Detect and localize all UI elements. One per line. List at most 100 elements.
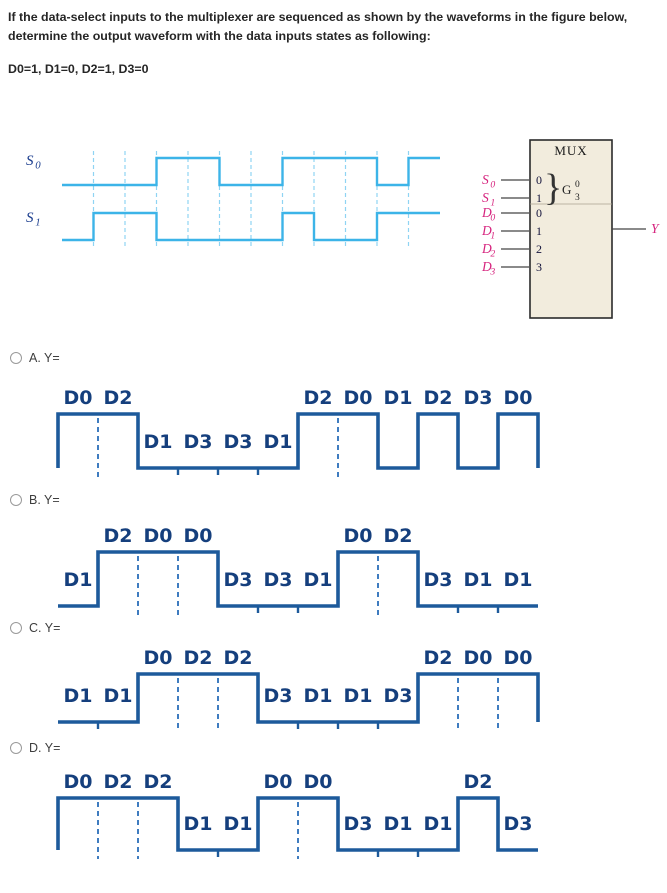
wave-segment-label: D3 (264, 685, 293, 707)
wave-segment-label: D0 (264, 771, 293, 793)
mux-pin-label-s0-subscript: 0 (490, 180, 495, 191)
s0-select-waveform (62, 156, 440, 187)
option-d-radio[interactable] (10, 742, 22, 754)
option-c-row: C. Y= (10, 620, 60, 636)
mux-pin-label-s1-subscript: 1 (490, 198, 495, 209)
wave-segment-label: D2 (184, 647, 213, 669)
wave-segment-label: D0 (64, 387, 93, 409)
wave-segment-label: D0 (144, 647, 173, 669)
wave-segment-label: D1 (224, 813, 253, 835)
option-b-wave-path (58, 550, 538, 608)
wave-segment-label: D2 (104, 771, 133, 793)
wave-segment-label: D2 (424, 387, 453, 409)
wave-segment-label: D1 (304, 685, 333, 707)
wave-segment-label: D2 (304, 387, 333, 409)
mux-pin-label-d0-subscript: 0 (490, 213, 495, 224)
option-a-label: A. Y= (29, 351, 60, 365)
wave-segment-label: D2 (464, 771, 493, 793)
wave-segment-label: D0 (184, 525, 213, 547)
option-d-label: D. Y= (29, 741, 61, 755)
mux-pin-label-d1-subscript: 1 (490, 231, 495, 242)
option-c-wave-path (58, 672, 540, 724)
wave-segment-label: D1 (504, 569, 533, 591)
option-c-label: C. Y= (29, 621, 61, 635)
wave-segment-label: D2 (424, 647, 453, 669)
wave-segment-label: D2 (384, 525, 413, 547)
wave-segment-label: D0 (304, 771, 333, 793)
wave-segment-label: D1 (104, 685, 133, 707)
wave-segment-label: D1 (64, 685, 93, 707)
wave-segment-label: D3 (504, 813, 533, 835)
wave-segment-label: D2 (104, 525, 133, 547)
mux-pin-number-d1: 1 (536, 224, 542, 238)
wave-segment-label: D1 (304, 569, 333, 591)
mux-pin-label-s1: S (482, 190, 489, 205)
wave-segment-label: D2 (224, 647, 253, 669)
select-group-brace: } (544, 167, 562, 209)
group-range-start: 0 (575, 180, 580, 190)
group-dependency-label: G (562, 182, 571, 197)
wave-segment-label: D1 (384, 387, 413, 409)
wave-segment-label: D1 (464, 569, 493, 591)
wave-segment-label: D1 (344, 685, 373, 707)
mux-pin-number-d0: 0 (536, 206, 542, 220)
mux-title: MUX (554, 143, 587, 158)
wave-segment-label: D1 (144, 431, 173, 453)
wave-segment-label: D1 (424, 813, 453, 835)
wave-segment-label: D3 (344, 813, 373, 835)
mux-pin-label-d3: D (481, 259, 492, 274)
wave-segment-label: D0 (464, 647, 493, 669)
mux-pin-label-d2: D (481, 241, 492, 256)
wave-segment-label: D1 (64, 569, 93, 591)
s1-waveform-label: S (26, 210, 34, 226)
wave-segment-label: D1 (264, 431, 293, 453)
wave-segment-label: D3 (424, 569, 453, 591)
s1-select-waveform (62, 211, 440, 242)
s0-waveform-label: S (26, 153, 34, 169)
mux-pin-label-d2-subscript: 2 (490, 249, 495, 260)
mux-pin-label-d3-subscript: 3 (489, 267, 495, 278)
mux-pin-number-s1: 1 (536, 191, 542, 205)
wave-segment-label: D2 (144, 771, 173, 793)
option-b-radio[interactable] (10, 494, 22, 506)
data-input-states: D0=1, D1=0, D2=1, D3=0 (8, 62, 149, 76)
wave-segment-label: D3 (384, 685, 413, 707)
mux-box (529, 139, 613, 319)
wave-segment-label: D1 (184, 813, 213, 835)
wave-segment-label: D0 (344, 387, 373, 409)
mux-output-label: Y (651, 221, 660, 236)
wave-segment-label: D3 (224, 431, 253, 453)
s1-waveform-label-subscript: 1 (35, 217, 40, 229)
wave-segment-label: D2 (104, 387, 133, 409)
wave-segment-label: D0 (144, 525, 173, 547)
option-a-row: A. Y= (10, 350, 60, 366)
mux-pin-number-d2: 2 (536, 242, 542, 256)
s0-waveform-label-subscript: 0 (35, 160, 41, 172)
group-range-end: 3 (575, 193, 580, 203)
wave-segment-label: D3 (184, 431, 213, 453)
wave-segment-label: D0 (504, 387, 533, 409)
question-line-1: If the data-select inputs to the multipl… (8, 10, 628, 24)
mux-pin-label-d0: D (481, 205, 492, 220)
wave-segment-label: D0 (64, 771, 93, 793)
wave-segment-label: D0 (344, 525, 373, 547)
option-a-wave-path (56, 412, 540, 470)
mux-pin-number-s0: 0 (536, 173, 542, 187)
wave-segment-label: D3 (464, 387, 493, 409)
wave-segment-label: D3 (224, 569, 253, 591)
question-text: If the data-select inputs to the multipl… (8, 8, 627, 46)
option-a-radio[interactable] (10, 352, 22, 364)
option-d-wave-path (56, 796, 538, 852)
wave-segment-label: D0 (504, 647, 533, 669)
mux-pin-label-d1: D (481, 223, 492, 238)
mux-pin-label-s0: S (482, 172, 489, 187)
option-b-row: B. Y= (10, 492, 60, 508)
mux-pin-number-d3: 3 (536, 260, 542, 274)
option-c-radio[interactable] (10, 622, 22, 634)
